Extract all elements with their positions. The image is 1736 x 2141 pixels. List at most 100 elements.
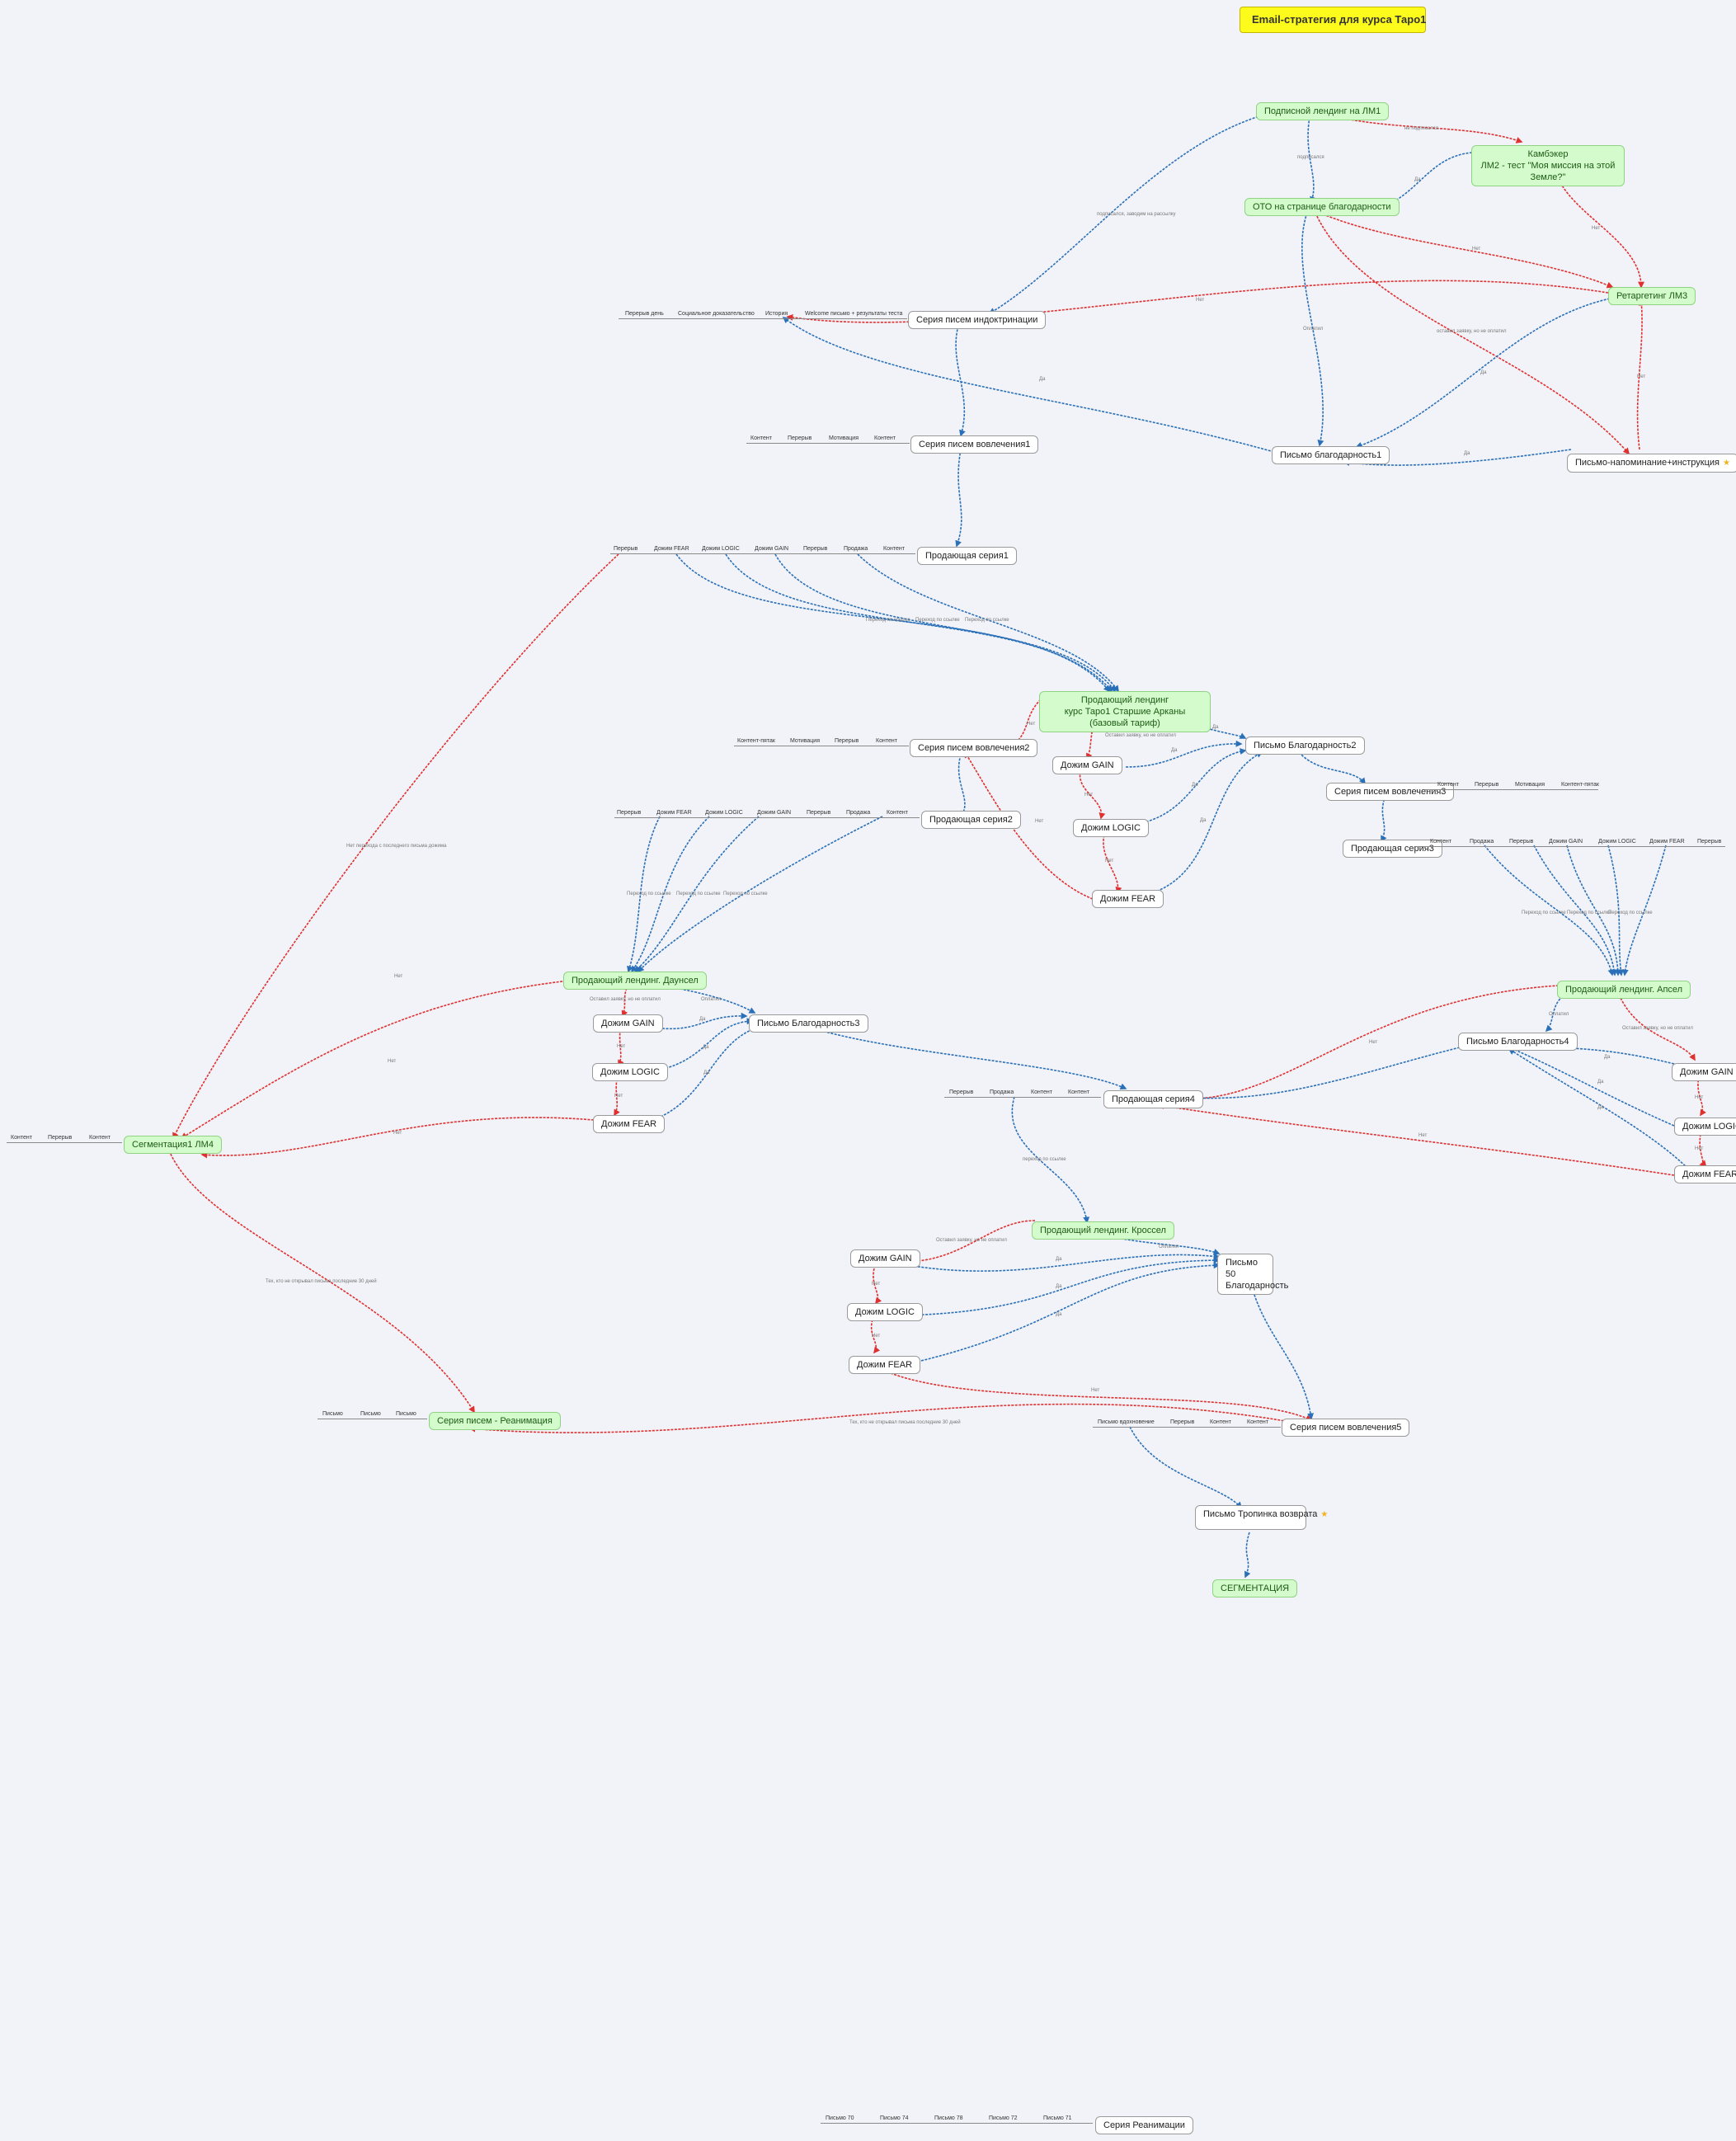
- node-logic1[interactable]: Дожим LOGIC: [1073, 819, 1149, 837]
- edge-label: Переход по ссылке: [1522, 911, 1566, 915]
- node-reminder-label: Письмо-напоминание+инструкция: [1575, 458, 1720, 468]
- node-gain1[interactable]: Дожим GAIN: [1052, 756, 1122, 774]
- node-engage2[interactable]: Серия писем вовлечения2: [910, 739, 1038, 757]
- node-segment1[interactable]: Сегментация1 ЛМ4: [124, 1136, 222, 1154]
- edge-s2-d: [637, 816, 883, 973]
- node-trail[interactable]: Письмо Тропинка возврата★: [1195, 1505, 1328, 1530]
- leaf: Перерыв: [1475, 782, 1499, 788]
- edge-fear2-segment: [200, 1117, 595, 1159]
- edge-crossell-thanks5: [1113, 1236, 1221, 1255]
- edge-label: Нет: [1695, 1146, 1704, 1151]
- edge-label: Переход по ссылке: [866, 618, 910, 623]
- edge-label: Да: [1414, 177, 1421, 182]
- node-logic4[interactable]: Дожим LOGIC: [847, 1303, 923, 1321]
- node-sales3[interactable]: Продающая серия3: [1343, 840, 1442, 858]
- leaf: Контент-пятак: [1561, 782, 1599, 788]
- node-upsell[interactable]: Продающий лендинг. Апсел: [1557, 981, 1691, 999]
- edge-label: Нет: [1369, 1040, 1378, 1045]
- node-lm1[interactable]: Подписной лендинг на ЛМ1: [1256, 102, 1390, 120]
- leaf-line-sales1: [610, 553, 915, 554]
- edge-logic1-fear1: [1103, 831, 1122, 894]
- leaf-line-bottom: [821, 2123, 1093, 2124]
- edge-thanks3-sales4: [816, 1028, 1127, 1089]
- node-fear4[interactable]: Дожим FEAR: [849, 1356, 921, 1374]
- node-thanks1[interactable]: Письмо благодарность1: [1272, 446, 1390, 464]
- leaf-line-sales2: [614, 817, 920, 818]
- edge-engage5-trail: [1129, 1426, 1243, 1509]
- edge-label: Нет: [1472, 247, 1481, 252]
- node-thanks5[interactable]: Письмо 50 Благодарность: [1217, 1254, 1288, 1295]
- node-landing-main-line1: Продающий лендинг: [1080, 695, 1169, 705]
- node-fear2[interactable]: Дожим FEAR: [593, 1115, 666, 1133]
- node-engage3[interactable]: Серия писем вовлечения3: [1326, 783, 1455, 801]
- node-sales4[interactable]: Продающая серия4: [1103, 1090, 1203, 1108]
- node-gain3[interactable]: Дожим GAIN: [1672, 1063, 1736, 1081]
- edge-s3-d: [1607, 845, 1625, 976]
- node-reminder[interactable]: Письмо-напоминание+инструкция★: [1567, 454, 1736, 473]
- node-reanim[interactable]: Серия писем - Реанимация: [429, 1412, 561, 1430]
- leaf-line-indoc: [619, 318, 907, 319]
- edge-thanks5-engage5: [1249, 1276, 1315, 1420]
- node-thanks5-line1: Письмо 50: [1226, 1258, 1258, 1279]
- node-reanim-series[interactable]: Серия Реанимации: [1095, 2116, 1193, 2134]
- node-fear3[interactable]: Дожим FEAR: [1674, 1165, 1736, 1183]
- leaf: Контент: [89, 1135, 111, 1141]
- edge-label: Оставил заявку, но не оплатил: [1105, 733, 1176, 738]
- edge-label: Нет перехода с последнего письма дожима: [346, 844, 447, 849]
- node-downsell[interactable]: Продающий лендинг. Даунсел: [563, 972, 707, 990]
- node-retarget[interactable]: Ретаргетинг ЛМ3: [1608, 287, 1696, 305]
- edge-fear3-sales4: [1157, 1103, 1675, 1176]
- edge-s1-c: [774, 553, 1116, 693]
- node-thanks2[interactable]: Письмо Благодарность2: [1245, 736, 1365, 755]
- edge-label: подписался, заводим на рассылку: [1097, 212, 1176, 217]
- edge-label: Нет: [1196, 298, 1205, 303]
- node-logic2[interactable]: Дожим LOGIC: [592, 1063, 668, 1081]
- edge-fear1-engage2: [964, 751, 1094, 900]
- edge-thanks2-engage3: [1298, 751, 1366, 785]
- node-engage5[interactable]: Серия писем вовлечения5: [1282, 1419, 1410, 1437]
- edge-label: Тех, кто не открывал письма последние 30…: [266, 1279, 377, 1284]
- leaf: Письмо: [396, 1411, 416, 1417]
- edge-kambek-retarget: [1554, 168, 1644, 289]
- leaf: История: [765, 311, 788, 317]
- edge-label: переход по ссылке: [1023, 1157, 1066, 1162]
- node-engage1[interactable]: Серия писем вовлечения1: [910, 435, 1039, 454]
- node-indoctrination[interactable]: Серия писем индоктринации: [908, 311, 1047, 329]
- edge-thanks1-indoc: [782, 317, 1275, 453]
- node-logic3[interactable]: Дожим LOGIC: [1674, 1118, 1736, 1136]
- leaf-line-engage3: [1425, 789, 1598, 790]
- node-thanks3[interactable]: Письмо Благодарность3: [749, 1014, 868, 1033]
- node-kambek[interactable]: Камбэкер ЛМ2 - тест "Моя миссия на этой …: [1471, 145, 1625, 186]
- edge-label: Да: [1604, 1055, 1611, 1060]
- leaf: Мотивация: [829, 435, 859, 441]
- leaf: Мотивация: [790, 738, 821, 744]
- leaf: Контент: [874, 435, 896, 441]
- leaf: Дожим FEAR: [654, 546, 689, 552]
- edge-oto-retarget: [1319, 212, 1614, 289]
- edge-upsell-sales4: [1178, 985, 1560, 1103]
- edge-lm1-oto: [1307, 116, 1316, 204]
- node-oto[interactable]: ОТО на странице благодарности: [1244, 198, 1400, 216]
- node-sales2[interactable]: Продающая серия2: [921, 811, 1021, 829]
- diagram-title: Email-стратегия для курса Таро1: [1240, 7, 1426, 33]
- star-icon: ★: [1320, 1510, 1329, 1519]
- node-sales1[interactable]: Продающая серия1: [917, 547, 1017, 565]
- leaf: Продажа: [846, 810, 871, 816]
- edge-label: Нет: [872, 1334, 881, 1339]
- leaf: Перерыв: [617, 810, 642, 816]
- leaf: Письмо вдохновение: [1098, 1419, 1155, 1425]
- node-segmentation[interactable]: СЕГМЕНТАЦИЯ: [1212, 1579, 1298, 1598]
- node-crossell[interactable]: Продающий лендинг. Кроссел: [1032, 1221, 1174, 1240]
- node-landing-main[interactable]: Продающий лендинг курс Таро1 Старшие Арк…: [1039, 691, 1211, 732]
- edge-logic4-thanks5: [902, 1257, 1221, 1316]
- node-gain2[interactable]: Дожим GAIN: [593, 1014, 663, 1033]
- edge-label: Нет: [1091, 1388, 1100, 1393]
- edge-s1-d: [857, 553, 1119, 693]
- node-gain4[interactable]: Дожим GAIN: [850, 1249, 920, 1268]
- edge-engage3-sales3: [1381, 795, 1387, 843]
- node-thanks4[interactable]: Письмо Благодарность4: [1458, 1033, 1578, 1051]
- edge-label: Нет: [1418, 1133, 1428, 1138]
- node-fear1[interactable]: Дожим FEAR: [1092, 890, 1164, 908]
- edge-logic4-fear4: [870, 1319, 881, 1354]
